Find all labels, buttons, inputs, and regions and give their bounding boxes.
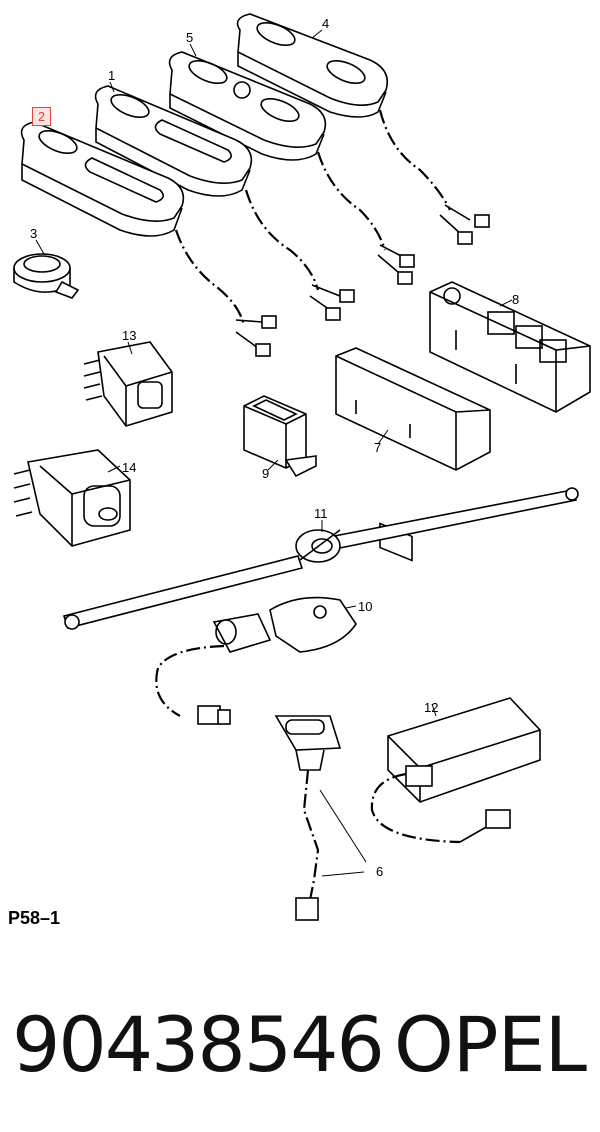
part-number: 90438546 <box>12 1000 385 1089</box>
callout-10: 10 <box>358 599 372 614</box>
window-motor-10 <box>155 596 357 725</box>
callout-6: 6 <box>376 864 383 879</box>
switch-panel-4 <box>236 13 490 245</box>
callout-3: 3 <box>30 226 37 241</box>
callout-12: 12 <box>424 700 438 715</box>
switch-panel-7 <box>335 347 491 562</box>
switch-panel-5 <box>168 51 415 285</box>
window-regulator-11 <box>62 487 579 630</box>
callout-4: 4 <box>322 16 329 31</box>
brand-name: OPEL <box>393 1000 587 1089</box>
callout-7: 7 <box>374 440 381 455</box>
callout-2: 2 <box>37 109 46 124</box>
callout-1: 1 <box>108 68 115 83</box>
control-unit-12 <box>370 697 541 844</box>
callout-14: 14 <box>122 460 136 475</box>
callout-5: 5 <box>186 30 193 45</box>
callout-2-highlight: 2 <box>32 107 51 126</box>
callout-13: 13 <box>122 328 136 343</box>
switch-housing-9 <box>243 395 317 478</box>
switch-6 <box>274 715 367 921</box>
tape-roll-3 <box>13 253 80 299</box>
switch-13 <box>83 341 173 427</box>
switch-14 <box>13 449 131 547</box>
callout-9: 9 <box>262 466 269 481</box>
parts-diagram: 1 5 4 3 13 14 9 7 8 11 10 12 6 <box>13 13 591 921</box>
footer: 90438546 OPEL <box>0 990 600 1100</box>
callout-8: 8 <box>512 292 519 307</box>
figure-code: P58–1 <box>8 908 61 928</box>
switch-panel-2 <box>20 121 277 357</box>
switch-panel-8 <box>429 281 591 413</box>
callout-11: 11 <box>314 506 328 521</box>
switch-panel-1 <box>94 85 355 321</box>
